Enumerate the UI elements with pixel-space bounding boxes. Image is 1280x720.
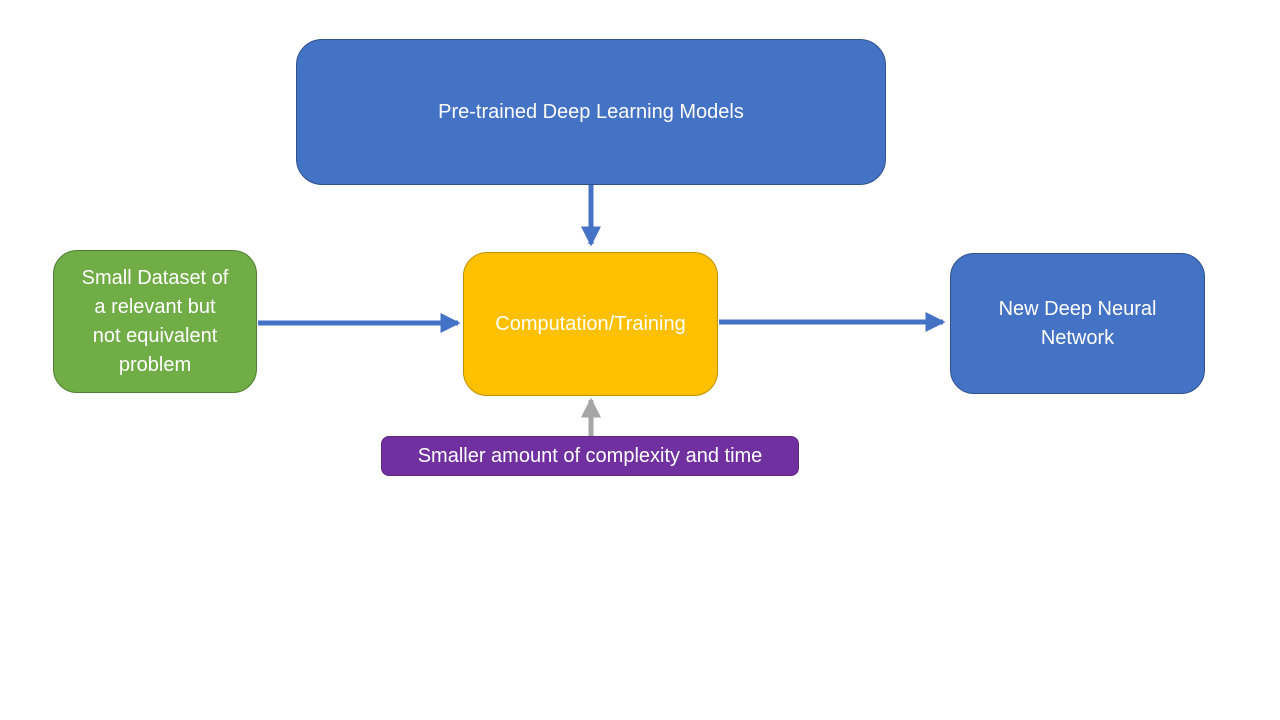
node-pretrained-models-label: Pre-trained Deep Learning Models [438, 100, 744, 123]
node-smaller-complexity-label: Smaller amount of complexity and time [417, 445, 763, 467]
node-computation-training-label: Computation/Training [495, 312, 686, 335]
node-small-dataset-label-line4: problem [118, 353, 192, 376]
node-pretrained-models: Pre-trained Deep Learning Models [296, 39, 886, 185]
node-small-dataset-label-line3: not equivalent [92, 324, 218, 347]
node-new-network-label-line2: Network [1040, 326, 1115, 349]
node-small-dataset-label-line2: a relevant but [94, 295, 216, 318]
node-new-deep-neural-network: New Deep Neural Network [950, 253, 1205, 394]
node-smaller-complexity: Smaller amount of complexity and time [381, 436, 799, 476]
node-computation-training: Computation/Training [463, 252, 718, 396]
node-new-network-label-line1: New Deep Neural [998, 297, 1157, 320]
node-small-dataset-label-line1: Small Dataset of [81, 266, 229, 289]
node-small-dataset: Small Dataset of a relevant but not equi… [53, 250, 257, 393]
